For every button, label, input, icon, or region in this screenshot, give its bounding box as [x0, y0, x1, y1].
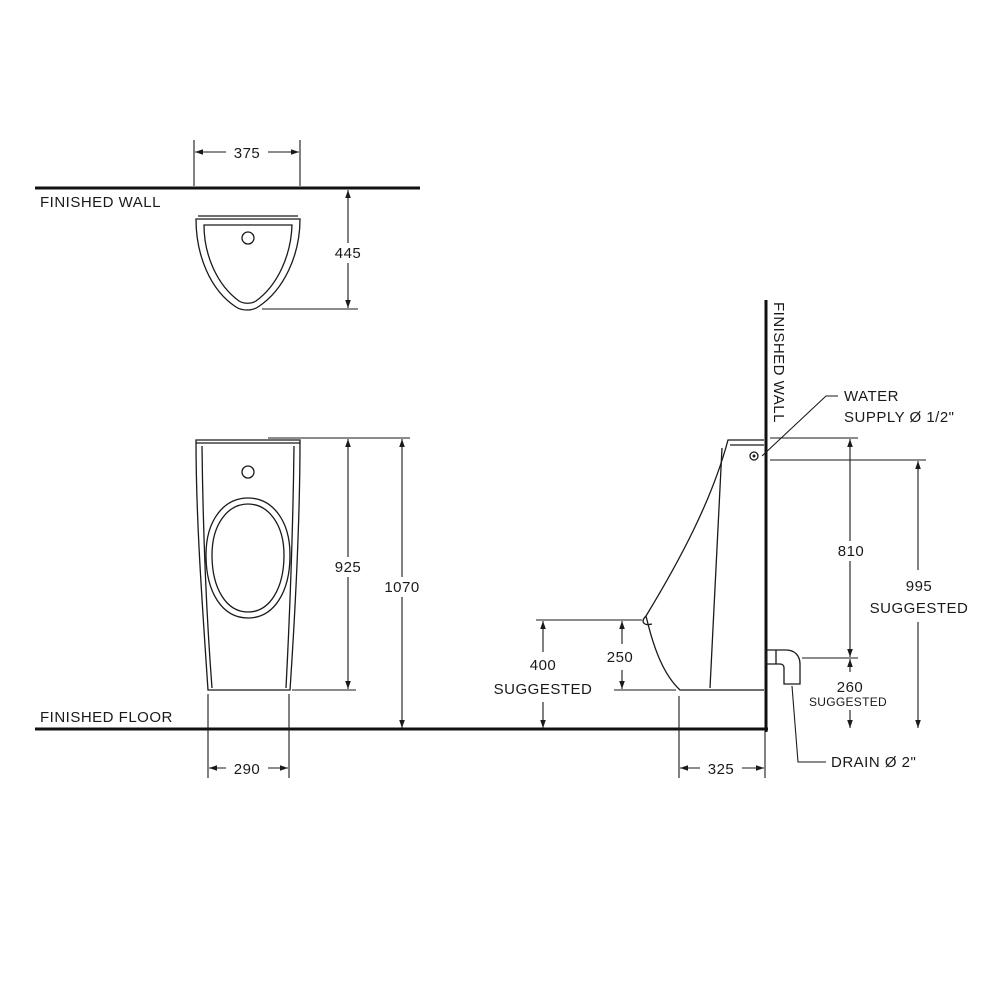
finished-wall-label-top: FINISHED WALL: [40, 194, 161, 211]
water-supply-leader: [761, 395, 838, 457]
dim-375-label: 375: [234, 145, 261, 162]
side-view-rim: [642, 615, 653, 626]
top-view-spud: [241, 231, 255, 245]
dim-995-note: SUGGESTED: [870, 600, 969, 617]
front-view-inner-edge: [201, 445, 213, 689]
dim-290-label: 290: [234, 761, 261, 778]
side-view-supply-inlet-center: [752, 454, 756, 458]
front-view-spud: [241, 465, 255, 479]
dim-260-label: 260: [837, 679, 864, 696]
front-view-inner-edge-right: [285, 445, 295, 689]
side-view-front-face: [709, 447, 723, 689]
dim-400-note: SUGGESTED: [494, 681, 593, 698]
front-view-body-outline: [195, 439, 301, 691]
top-view-bowl-inner: [203, 224, 293, 304]
drain-leader: [791, 685, 826, 763]
top-view: FINISHED WALL 375 445: [35, 140, 420, 311]
drain-label: DRAIN Ø 2": [831, 754, 916, 771]
front-view-bowl-opening: [205, 497, 291, 619]
finished-wall-label-side: FINISHED WALL: [770, 302, 787, 423]
top-view-bowl-outline: [195, 218, 301, 311]
water-supply-label-2: SUPPLY Ø 1/2": [844, 409, 955, 426]
dim-400-label: 400: [530, 657, 557, 674]
water-supply-label-1: WATER: [844, 388, 899, 405]
dim-325-label: 325: [708, 761, 735, 778]
side-view-body-outline: [645, 439, 764, 691]
dim-810-label: 810: [838, 543, 865, 560]
dim-260-note: SUGGESTED: [809, 695, 887, 709]
front-view-bowl-opening-inner: [211, 503, 285, 613]
drain-pipe: [765, 649, 801, 685]
dim-1070-label: 1070: [384, 579, 419, 596]
dim-445-label: 445: [335, 245, 362, 262]
side-view: FINISHED WALL WATER SUPPLY Ø 1/2" DRAIN …: [494, 300, 969, 778]
dim-925-label: 925: [335, 559, 362, 576]
dim-995-label: 995: [906, 578, 933, 595]
dim-250-label: 250: [607, 649, 634, 666]
front-view: 925 1070 290: [195, 437, 426, 778]
finished-floor-label: FINISHED FLOOR: [40, 709, 173, 726]
side-view-supply-inlet: [749, 451, 759, 461]
